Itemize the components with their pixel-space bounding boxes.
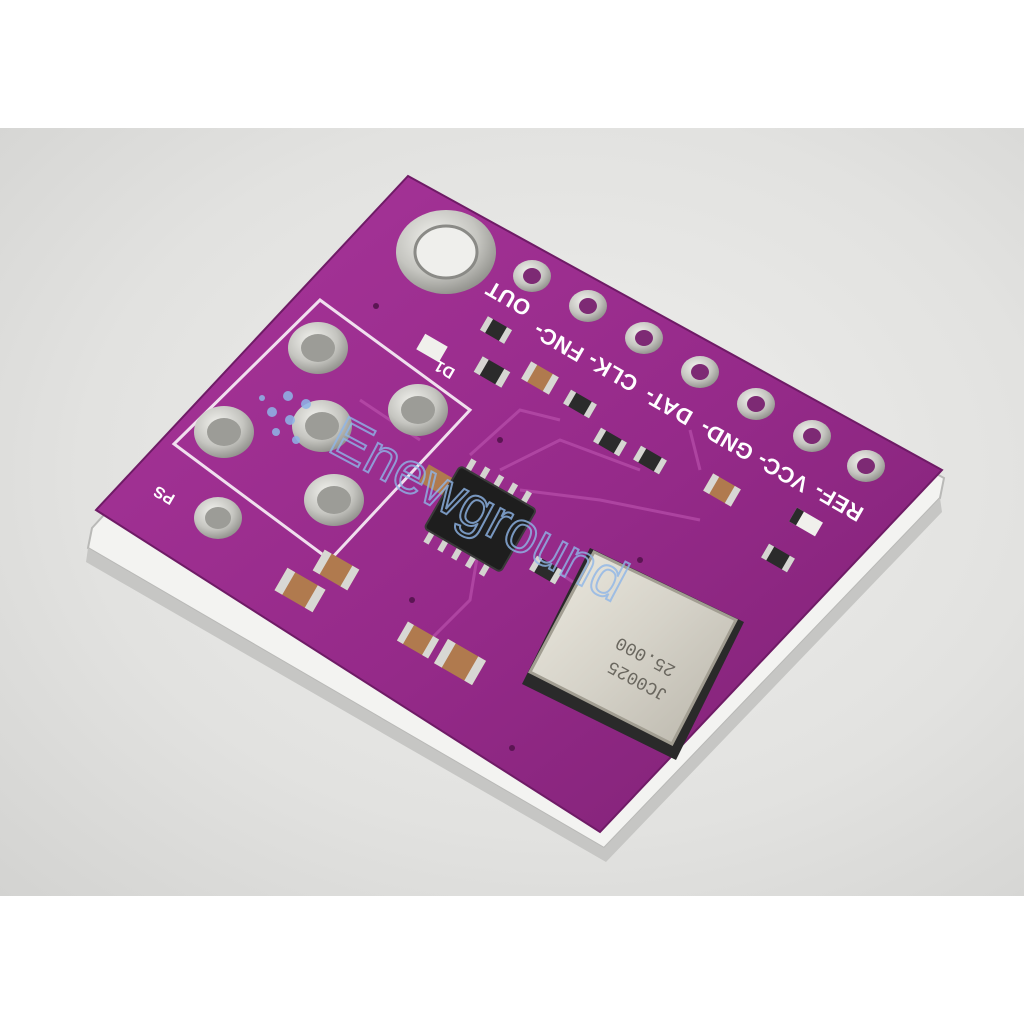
header-outline — [171, 298, 473, 563]
header-pad — [288, 322, 348, 374]
pin-pad — [793, 420, 831, 452]
pin-pad — [569, 290, 607, 322]
header-pads — [194, 322, 448, 539]
header-pad — [194, 406, 254, 458]
pcb-edge-shadow — [86, 498, 942, 862]
pin-row — [513, 260, 885, 482]
ic-chip — [423, 458, 536, 577]
header-pad — [194, 497, 242, 539]
pin-pad — [681, 356, 719, 388]
pin-pad — [513, 260, 551, 292]
header-pad — [292, 400, 352, 452]
pcb-traces — [359, 398, 702, 642]
smd-components — [274, 316, 823, 686]
pin-pad — [625, 322, 663, 354]
vias — [373, 303, 643, 751]
header-pad — [304, 474, 364, 526]
header-pad — [388, 384, 448, 436]
crystal-oscillator: 25.000 JC0025 — [522, 548, 744, 760]
mounting-hole — [396, 210, 496, 294]
pin-pad — [737, 388, 775, 420]
pin-pad — [847, 450, 885, 482]
